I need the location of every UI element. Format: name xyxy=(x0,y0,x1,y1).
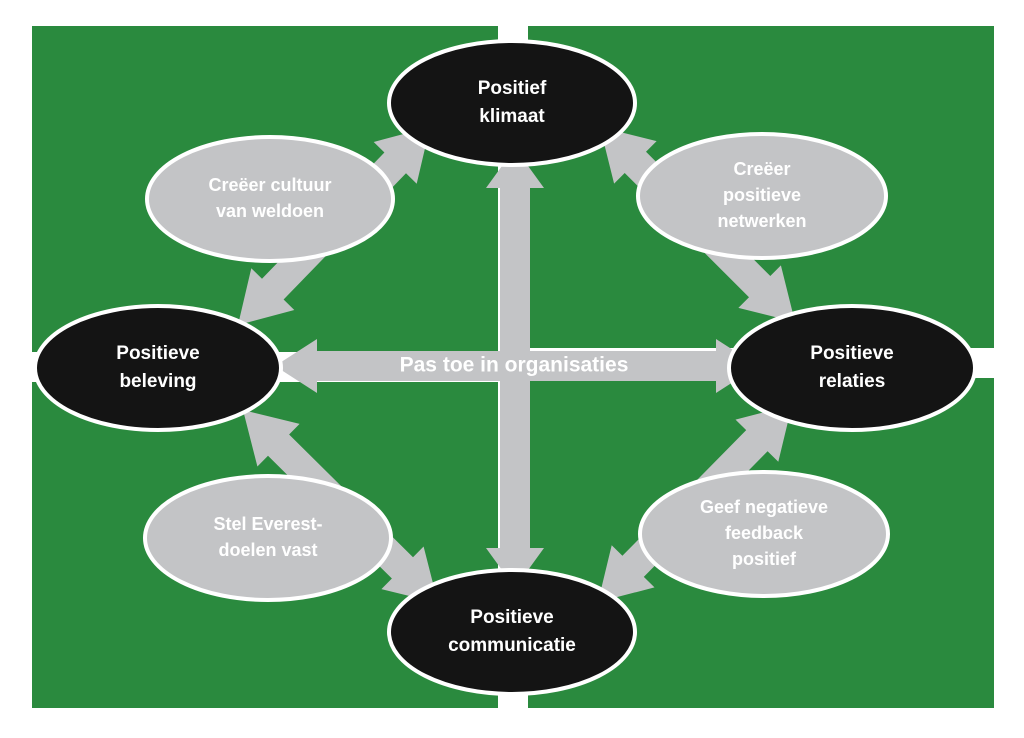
core-ellipses: PositiefklimaatPositievebelevingPositiev… xyxy=(33,39,977,696)
core-node-left: Positieve beleving xyxy=(33,304,283,432)
strategy-top-right-label-line-1: Creëer xyxy=(733,159,790,179)
strategy-top-right: Creëer positieve netwerken xyxy=(636,132,888,260)
center-label-group: Pas toe in organisaties xyxy=(400,354,629,377)
arrow-vertical xyxy=(486,148,544,588)
strategy-top-left-label-line-2: van weldoen xyxy=(216,201,324,221)
strategy-bottom-right: Geef negatieve feedback positief xyxy=(638,470,890,598)
center-label: Pas toe in organisaties xyxy=(400,354,629,377)
core-node-right: Positieve relaties xyxy=(727,304,977,432)
strategy-top-left-label-line-1: Creëer cultuur xyxy=(208,175,331,195)
core-node-bottom: Positieve communicatie xyxy=(387,568,637,696)
strategy-bottom-right-label-line-2: feedback xyxy=(725,523,804,543)
strategy-bottom-left-label-line-2: doelen vast xyxy=(218,540,317,560)
core-node-right-shape xyxy=(727,304,977,432)
strategy-top-right-label-line-2: positieve xyxy=(723,185,801,205)
core-node-bottom-label-line-1: Positieve xyxy=(470,607,553,628)
core-node-right-label-line-1: Positieve xyxy=(810,343,893,364)
core-node-top: Positief klimaat xyxy=(387,39,637,167)
core-node-top-label-line-2: klimaat xyxy=(479,106,545,127)
core-node-bottom-label-line-2: communicatie xyxy=(448,635,576,656)
strategy-bottom-right-shape xyxy=(638,470,890,598)
strategy-bottom-left-shape xyxy=(143,474,393,602)
core-node-left-label-line-2: beleving xyxy=(119,371,196,392)
strategy-bottom-right-label-line-3: positief xyxy=(732,549,797,569)
strategy-top-right-shape xyxy=(636,132,888,260)
core-node-right-label-line-2: relaties xyxy=(819,371,886,392)
strategy-top-left-shape xyxy=(145,135,395,263)
strategy-top-right-label-line-3: netwerken xyxy=(717,211,806,231)
core-node-bottom-shape xyxy=(387,568,637,696)
core-node-top-shape xyxy=(387,39,637,167)
strategy-ellipses: Creëer cultuur van weldoen Creëer positieve… xyxy=(143,132,890,602)
strategy-bottom-left: Stel Everest-doelen vast xyxy=(143,474,393,602)
core-node-left-label-line-1: Positieve xyxy=(116,343,199,364)
strategy-bottom-left-label-line-1: Stel Everest- xyxy=(213,514,322,534)
core-node-top-label-line-1: Positief xyxy=(478,78,547,99)
strategy-top-left: Creëer cultuur van weldoen xyxy=(145,135,395,263)
core-node-left-shape xyxy=(33,304,283,432)
strategy-bottom-right-label-line-1: Geef negatieve xyxy=(700,497,828,517)
